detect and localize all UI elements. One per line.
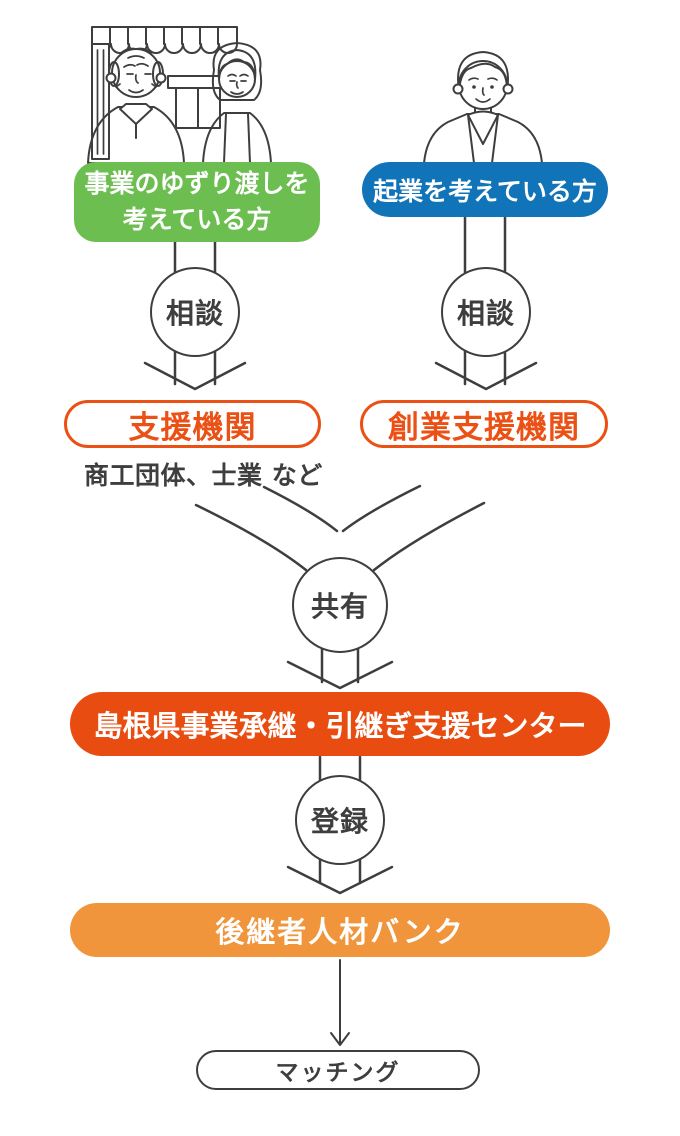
support-org-box: 支援機関 [64,400,321,448]
support-org-label: 支援機関 [128,409,257,446]
matching-box: マッチング [196,1050,480,1090]
entrepreneur-illustration [423,51,543,164]
succession-center-box: 島根県事業承継・引継ぎ支援センター [70,692,610,756]
woman-cardigan [202,112,272,164]
seller-box: 事業のゆずり渡しを 考えている方 [74,162,320,242]
shop-owners-illustration [87,26,272,164]
buyer-box-label: 起業を考えている方 [373,176,597,206]
register-label: 登録 [310,805,369,838]
share-arrow [286,646,394,690]
seller-box-line2: 考えている方 [122,205,272,234]
share-circle: 共有 [292,557,388,653]
matching-arrow [330,959,350,1046]
share-label: 共有 [310,590,369,623]
startup-support-org-box: 創業支援機関 [360,400,608,448]
consult-right-label: 相談 [456,297,515,330]
buyer-box: 起業を考えている方 [362,162,608,217]
talent-bank-box: 後継者人材バンク [70,903,610,957]
consult-circle-right: 相談 [441,267,531,357]
shop-post-icon [91,43,110,160]
merge-curves [194,484,486,572]
seller-box-line1: 事業のゆずり渡しを [84,169,310,198]
consult-left-label: 相談 [165,297,224,330]
jacket [423,113,543,164]
consult-circle-left: 相談 [150,267,240,357]
entrepreneur-hair [457,51,509,91]
support-org-note: 商工団体、士業 など [84,461,323,490]
man-vest [87,106,185,164]
register-circle: 登録 [295,775,385,865]
talent-bank-label: 後継者人材バンク [215,915,465,949]
startup-support-org-label: 創業支援機関 [388,409,580,446]
succession-center-label: 島根県事業承継・引継ぎ支援センター [93,709,587,743]
matching-label: マッチング [275,1060,401,1086]
woman-hair [211,42,263,101]
